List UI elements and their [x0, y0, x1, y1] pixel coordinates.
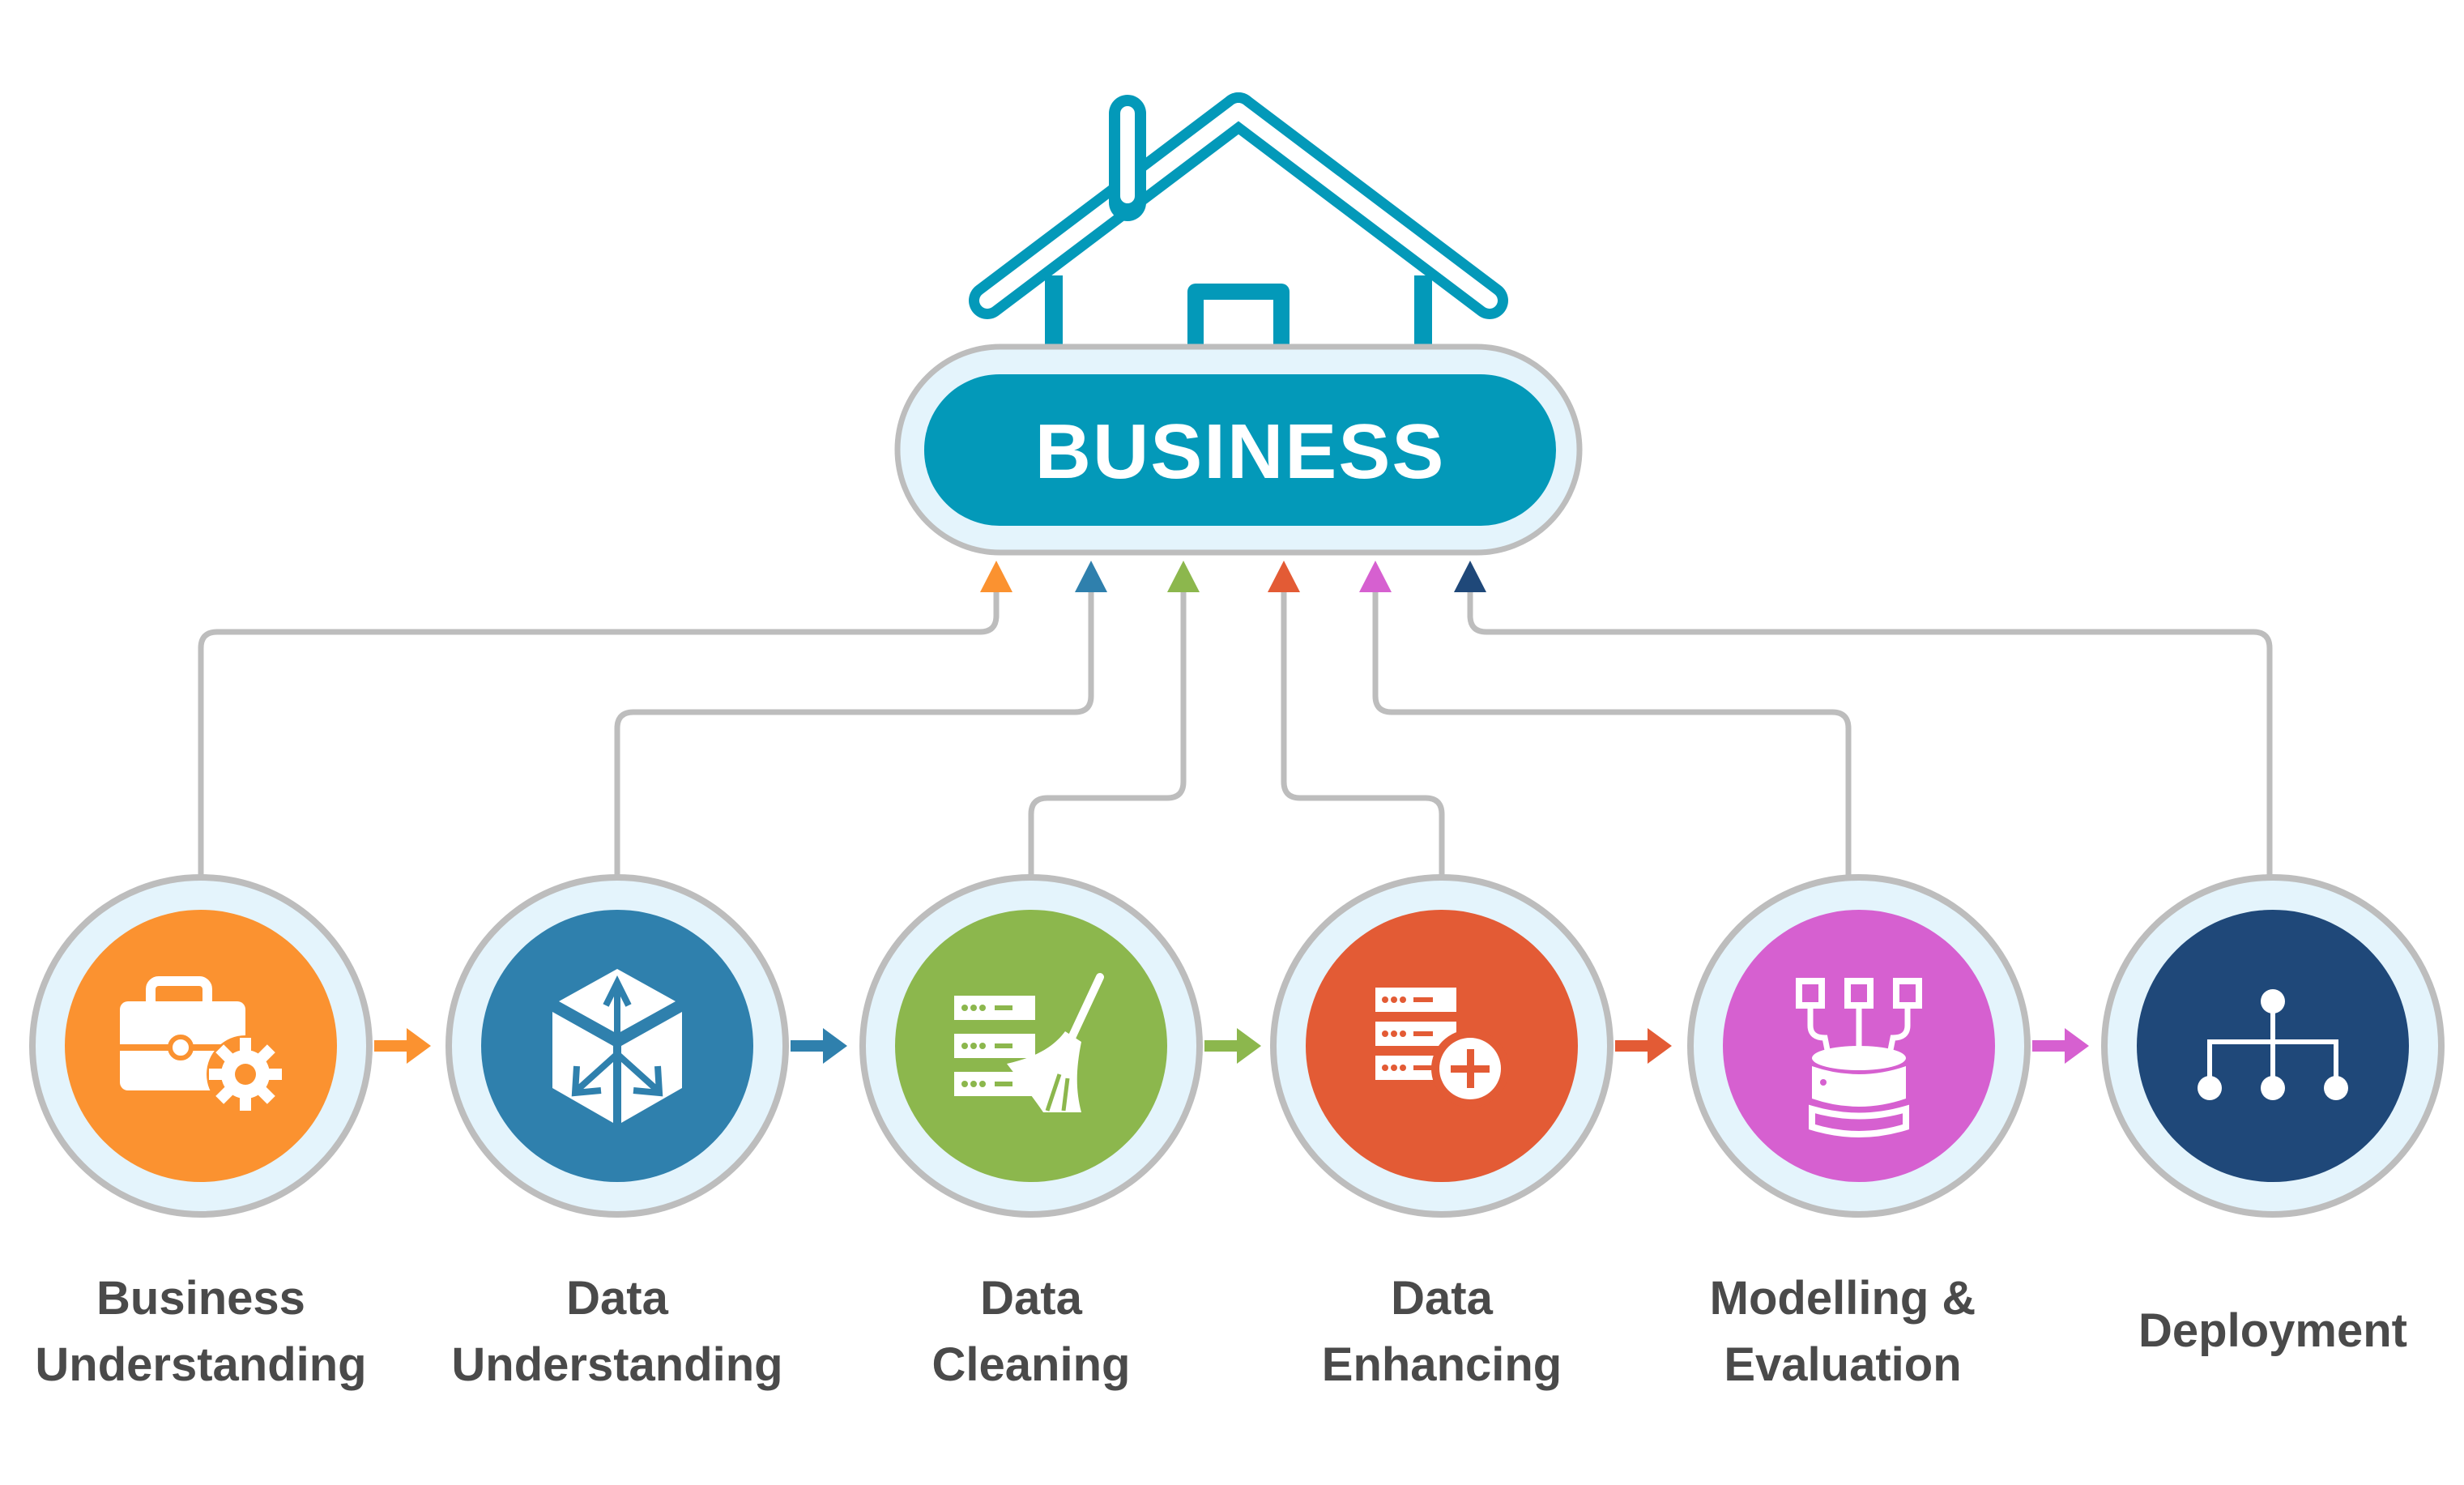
step-6: Deployment	[1454, 561, 2445, 1357]
step-label: Data	[1391, 1272, 1493, 1325]
up-arrow-icon	[1167, 561, 1200, 592]
business-node: BUSINESS	[894, 344, 1583, 556]
step-label: Modelling &	[1710, 1272, 1976, 1325]
step-label: Understanding	[451, 1338, 782, 1391]
house-icon	[969, 92, 1508, 348]
step-label: Enhancing	[1322, 1338, 1562, 1391]
next-arrow-icon	[791, 1028, 847, 1064]
step-5: Modelling & Evaluation	[1359, 561, 2089, 1391]
up-arrow-icon	[1359, 561, 1392, 592]
next-arrow-icon	[374, 1028, 431, 1064]
server-plus-icon	[1375, 988, 1509, 1107]
server-broom-icon	[954, 973, 1104, 1112]
up-arrow-icon	[1268, 561, 1300, 592]
next-arrow-icon	[1204, 1028, 1261, 1064]
up-arrow-icon	[1075, 561, 1107, 592]
next-arrow-icon	[2032, 1028, 2089, 1064]
database-nodes-icon	[1796, 978, 1922, 1137]
step-label: Data	[980, 1272, 1082, 1325]
connector-line	[1467, 590, 2273, 875]
business-title: BUSINESS	[1035, 408, 1446, 495]
cube-arrows-icon	[552, 969, 682, 1123]
step-label: Business	[96, 1272, 305, 1325]
step-label: Deployment	[2138, 1304, 2407, 1357]
step-label: Data	[566, 1272, 668, 1325]
connector-line	[1281, 590, 1445, 875]
connector-line	[1372, 590, 1852, 875]
up-arrow-icon	[980, 561, 1012, 592]
step-label: Cleaning	[932, 1338, 1131, 1391]
briefcase-gear-icon	[120, 976, 284, 1113]
step-label: Evaluation	[1724, 1338, 1961, 1391]
up-arrow-icon	[1454, 561, 1486, 592]
connector-line	[614, 590, 1094, 875]
step-label: Understanding	[35, 1338, 366, 1391]
connector-line	[1028, 590, 1187, 875]
next-arrow-icon	[1615, 1028, 1672, 1064]
connector-line	[198, 590, 1000, 875]
hierarchy-icon	[2198, 989, 2348, 1100]
